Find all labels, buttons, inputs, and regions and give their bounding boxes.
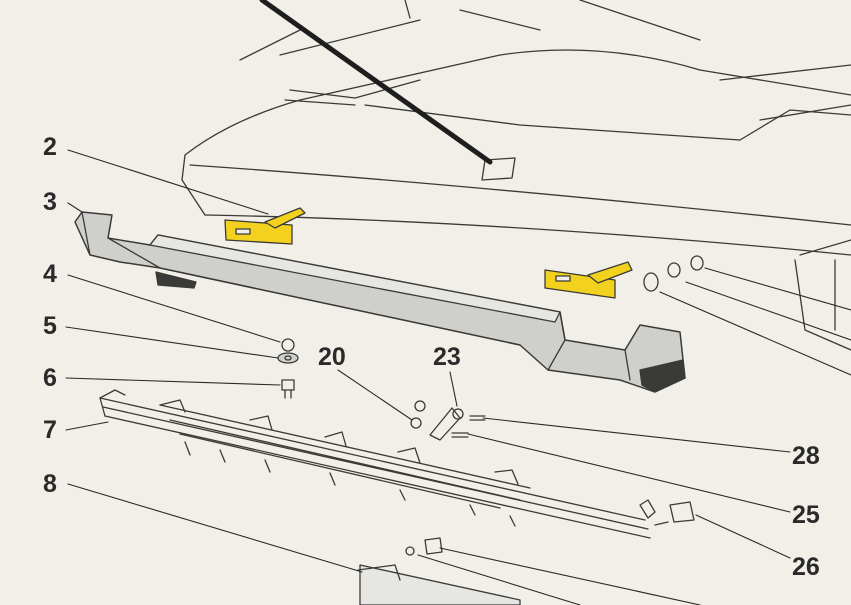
clip-26 xyxy=(654,501,695,526)
callout-5: 5 xyxy=(43,312,57,340)
bracket-left xyxy=(224,207,306,245)
leader-lines xyxy=(65,149,851,605)
callout-28: 28 xyxy=(792,442,820,470)
wiper-arm xyxy=(259,0,493,165)
callout-4: 4 xyxy=(43,260,57,288)
bumper xyxy=(74,211,686,393)
callout-20: 20 xyxy=(318,343,346,371)
grille xyxy=(99,389,656,539)
callout-3: 3 xyxy=(43,188,57,216)
callout-7: 7 xyxy=(43,416,57,444)
fastener-stack-left xyxy=(277,338,299,399)
callout-8: 8 xyxy=(43,470,57,498)
callout-2: 2 xyxy=(43,133,57,161)
bracket-8 xyxy=(357,537,521,605)
callout-6: 6 xyxy=(43,364,57,392)
fastener-group-center xyxy=(410,400,486,441)
callout-25: 25 xyxy=(792,501,820,529)
callout-23: 23 xyxy=(433,343,461,371)
callout-26: 26 xyxy=(792,553,820,581)
car-body-outline xyxy=(181,0,851,351)
fastener-stack-right xyxy=(643,255,704,292)
